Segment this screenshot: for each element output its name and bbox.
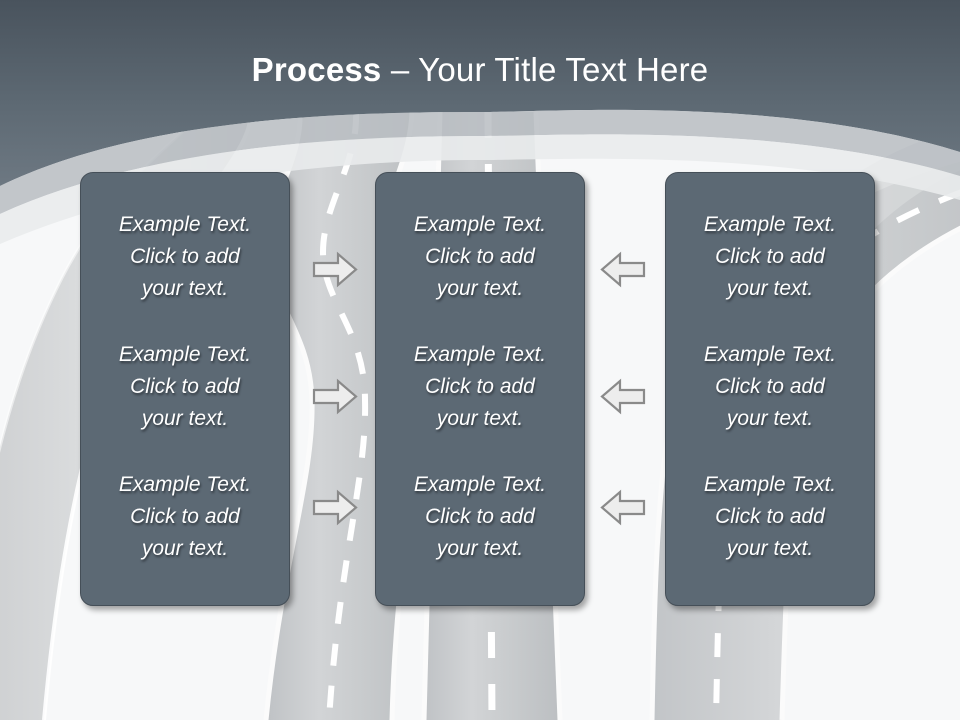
process-text-center-3[interactable]: Example Text. Click to add your text.: [413, 473, 547, 560]
process-text-right-2[interactable]: Example Text. Click to add your text.: [703, 343, 837, 430]
process-text-right-1[interactable]: Example Text. Click to add your text.: [703, 213, 837, 300]
arrow-right-icon-1[interactable]: [312, 251, 358, 288]
process-text-left-1[interactable]: Example Text. Click to add your text.: [118, 213, 252, 300]
process-box-right[interactable]: Example Text. Click to add your text. Ex…: [665, 172, 875, 606]
arrow-left-icon-2[interactable]: [600, 378, 646, 415]
process-text-center-1[interactable]: Example Text. Click to add your text.: [413, 213, 547, 300]
arrow-left-icon-1[interactable]: [600, 251, 646, 288]
arrow-right-icon-3[interactable]: [312, 489, 358, 526]
process-box-left[interactable]: Example Text. Click to add your text. Ex…: [80, 172, 290, 606]
arrow-right-icon-2[interactable]: [312, 378, 358, 415]
process-text-right-3[interactable]: Example Text. Click to add your text.: [703, 473, 837, 560]
process-text-center-2[interactable]: Example Text. Click to add your text.: [413, 343, 547, 430]
process-box-center[interactable]: Example Text. Click to add your text. Ex…: [375, 172, 585, 606]
process-text-left-3[interactable]: Example Text. Click to add your text.: [118, 473, 252, 560]
process-text-left-2[interactable]: Example Text. Click to add your text.: [118, 343, 252, 430]
arrow-left-icon-3[interactable]: [600, 489, 646, 526]
